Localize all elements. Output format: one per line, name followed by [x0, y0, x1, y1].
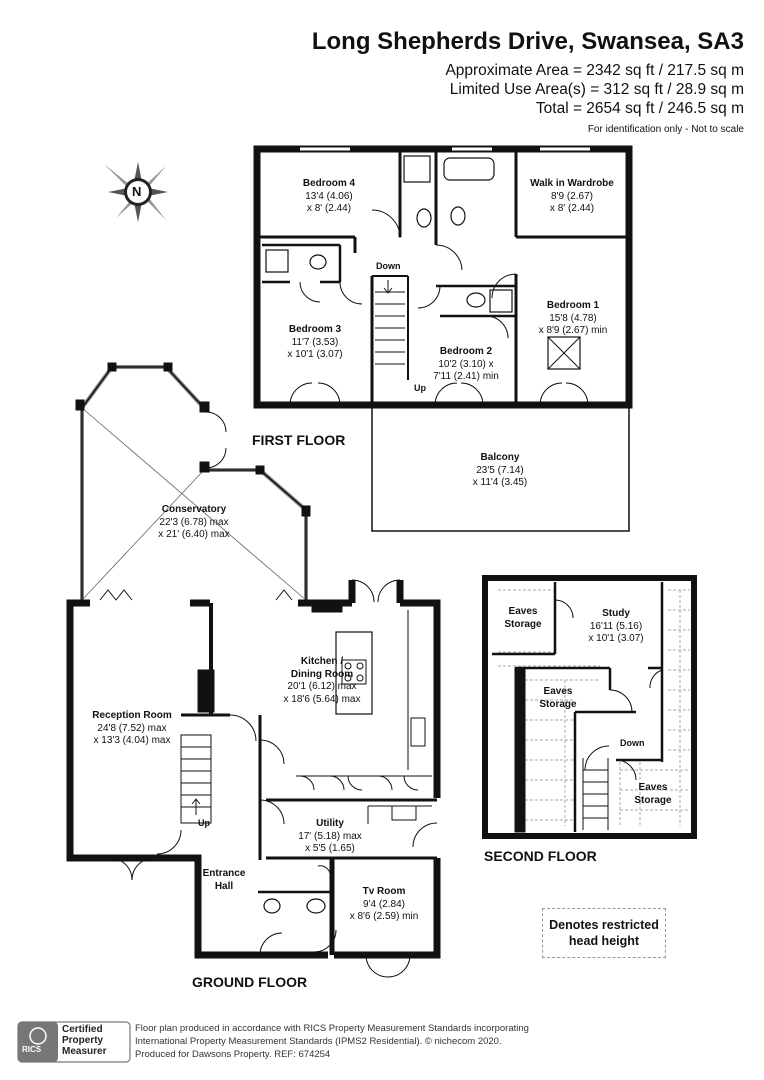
compass-icon: [104, 162, 168, 222]
second-floor-plan: [482, 575, 697, 839]
first-floor-label: FIRST FLOOR: [252, 432, 346, 448]
second-floor-label: SECOND FLOOR: [484, 848, 597, 864]
legend-line-1: Denotes restricted: [549, 918, 659, 932]
first-floor-plan: [253, 145, 633, 532]
second-stairs-down-label: Down: [620, 738, 645, 748]
restricted-height-legend: Denotes restricted head height: [542, 908, 666, 958]
stairs-down-label: Down: [376, 261, 401, 271]
limited-area: Limited Use Area(s) = 312 sq ft / 28.9 s…: [449, 81, 744, 98]
stairs-up-label: Up: [414, 383, 426, 393]
rics-badge-icon: [17, 1021, 131, 1063]
scale-note: For identification only - Not to scale: [587, 124, 744, 135]
legend-line-2: head height: [568, 934, 640, 948]
ground-stairs-up-label: Up: [198, 818, 210, 828]
conservatory-plan: [75, 362, 311, 601]
approx-area: Approximate Area = 2342 sq ft / 217.5 sq…: [445, 62, 744, 79]
total-area: Total = 2654 sq ft / 246.5 sq m: [535, 100, 744, 117]
ground-floor-label: GROUND FLOOR: [192, 974, 308, 990]
rics-org-label: RICS: [22, 1045, 42, 1054]
compass-label: N: [132, 184, 142, 199]
ground-floor-plan: [66, 579, 441, 978]
footer-disclaimer: Floor plan produced in accordance with R…: [135, 1023, 529, 1060]
page-title: Long Shepherds Drive, Swansea, SA3: [311, 28, 744, 55]
